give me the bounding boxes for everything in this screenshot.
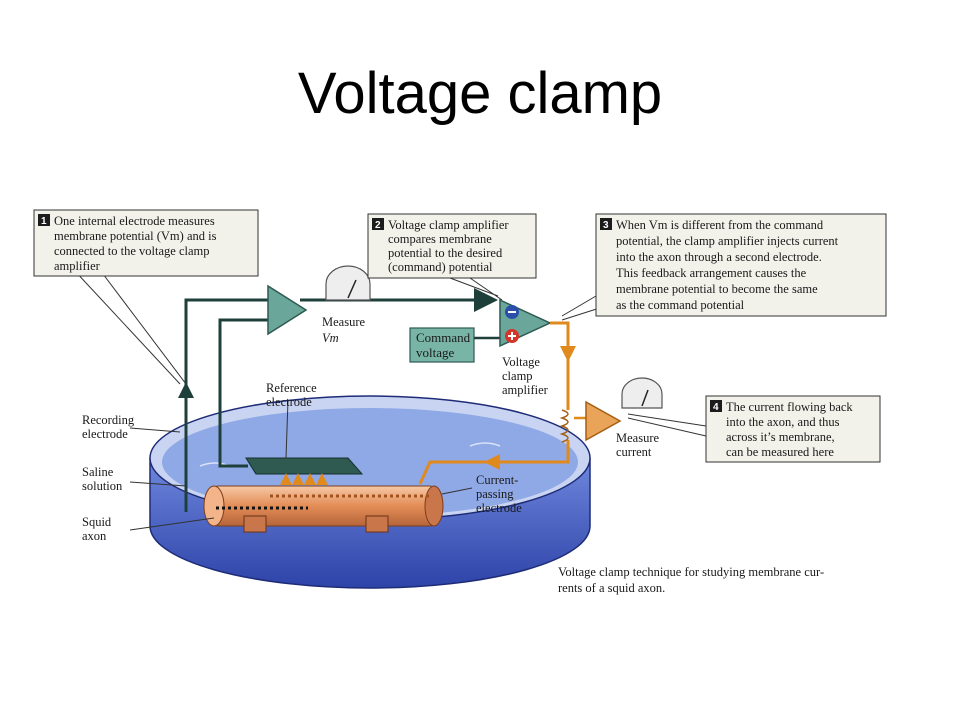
recording-pointer — [129, 427, 181, 433]
callout-2-line: potential to the desired — [388, 246, 503, 260]
command-voltage-box — [409, 327, 475, 363]
callout-3-line: membrane potential to become the same — [616, 282, 818, 296]
voltage-clamp-amplifier — [499, 298, 552, 348]
callout-3-line: This feedback arrangement causes the — [616, 266, 807, 280]
reference-electrode-label: Reference electrode — [266, 381, 320, 409]
callout-1: 1 One internal electrode measures membra… — [33, 209, 259, 277]
figure-caption: Voltage clamp technique for studying mem… — [558, 565, 827, 595]
measure-current-label: Measure current — [616, 431, 662, 459]
callout-3-line: into the axon through a second electrode… — [616, 250, 822, 264]
callout-4-line: into the axon, and thus — [726, 415, 840, 429]
squid-axon-label: Squid axon — [82, 515, 114, 543]
callout-4-line: can be measured here — [726, 445, 834, 459]
svg-text:Voltage clamp amplifier: Voltage clamp amplifier compares membran… — [388, 218, 512, 274]
callout-1-line: One internal electrode measures — [54, 214, 215, 228]
callout-2-number: 2 — [375, 220, 381, 231]
callout-3-line: potential, the clamp amplifier injects c… — [616, 234, 839, 248]
callout-2-line: compares membrane — [388, 232, 492, 246]
callout-1-line: amplifier — [54, 259, 101, 273]
callout-1-line: connected to the voltage clamp — [54, 244, 210, 258]
callout-3-number: 3 — [603, 220, 609, 231]
command-voltage-label: Command voltage — [416, 330, 473, 360]
recording-electrode-wire — [184, 298, 270, 512]
callout-2-line: (command) potential — [388, 260, 493, 274]
recording-electrode-label: Recording electrode — [82, 413, 137, 441]
callout-4-number: 4 — [713, 402, 719, 413]
svg-text:One internal electrode measure: One internal electrode measures membrane… — [54, 214, 220, 273]
reference-electrode-wire — [218, 318, 270, 468]
callout-3-line: as the command potential — [616, 298, 745, 312]
callout-3-line: When Vm is different from the command — [616, 218, 824, 232]
axon-support-left — [243, 515, 267, 533]
callout-4-line: across it’s membrane, — [726, 430, 835, 444]
callout-2-line: Voltage clamp amplifier — [388, 218, 509, 232]
svg-text:When Vm is different from the: When Vm is different from the command po… — [616, 218, 841, 312]
vm-amplifier-icon — [267, 284, 308, 336]
squid-pointer — [129, 517, 215, 531]
current-passing-pointer — [441, 487, 473, 495]
reference-pointer — [285, 399, 289, 459]
svg-text:The current flowing back: The current flowing back into the axon, … — [726, 400, 856, 459]
callout-4-line: The current flowing back — [726, 400, 853, 414]
voltage-clamp-amplifier-label: Voltage clamp amplifier — [502, 355, 549, 397]
reference-electrode-plate — [245, 457, 364, 475]
callout-2-pointer — [449, 277, 503, 301]
callout-2: 2 Voltage clamp amplifier compares membr… — [367, 213, 537, 279]
output-current-wire — [550, 321, 570, 410]
saline-pointer — [129, 481, 187, 487]
current-sensing-coil — [559, 409, 586, 443]
voltage-clamp-diagram: 1 One internal electrode measures membra… — [33, 209, 887, 595]
vm-meter-icon — [325, 265, 371, 301]
squid-axon — [203, 485, 444, 527]
axon-support-right — [365, 515, 389, 533]
callout-3: 3 When Vm is different from the command … — [595, 213, 887, 317]
callout-4-pointer — [627, 413, 707, 437]
callout-1-number: 1 — [41, 216, 47, 227]
slide-title: Voltage clamp — [297, 61, 663, 126]
current-amplifier-icon — [585, 400, 622, 442]
callout-1-pointer — [73, 269, 187, 385]
saline-solution-label: Saline solution — [82, 465, 123, 493]
measure-vm-label: Measure Vm — [322, 315, 368, 345]
current-passing-electrode-label: Current- passing electrode — [476, 473, 522, 515]
current-flow-arrows — [280, 473, 328, 485]
callout-1-line: membrane potential (Vm) and is — [54, 229, 217, 243]
current-meter-icon — [621, 377, 663, 409]
callout-4: 4 The current flowing back into the axon… — [705, 395, 881, 463]
